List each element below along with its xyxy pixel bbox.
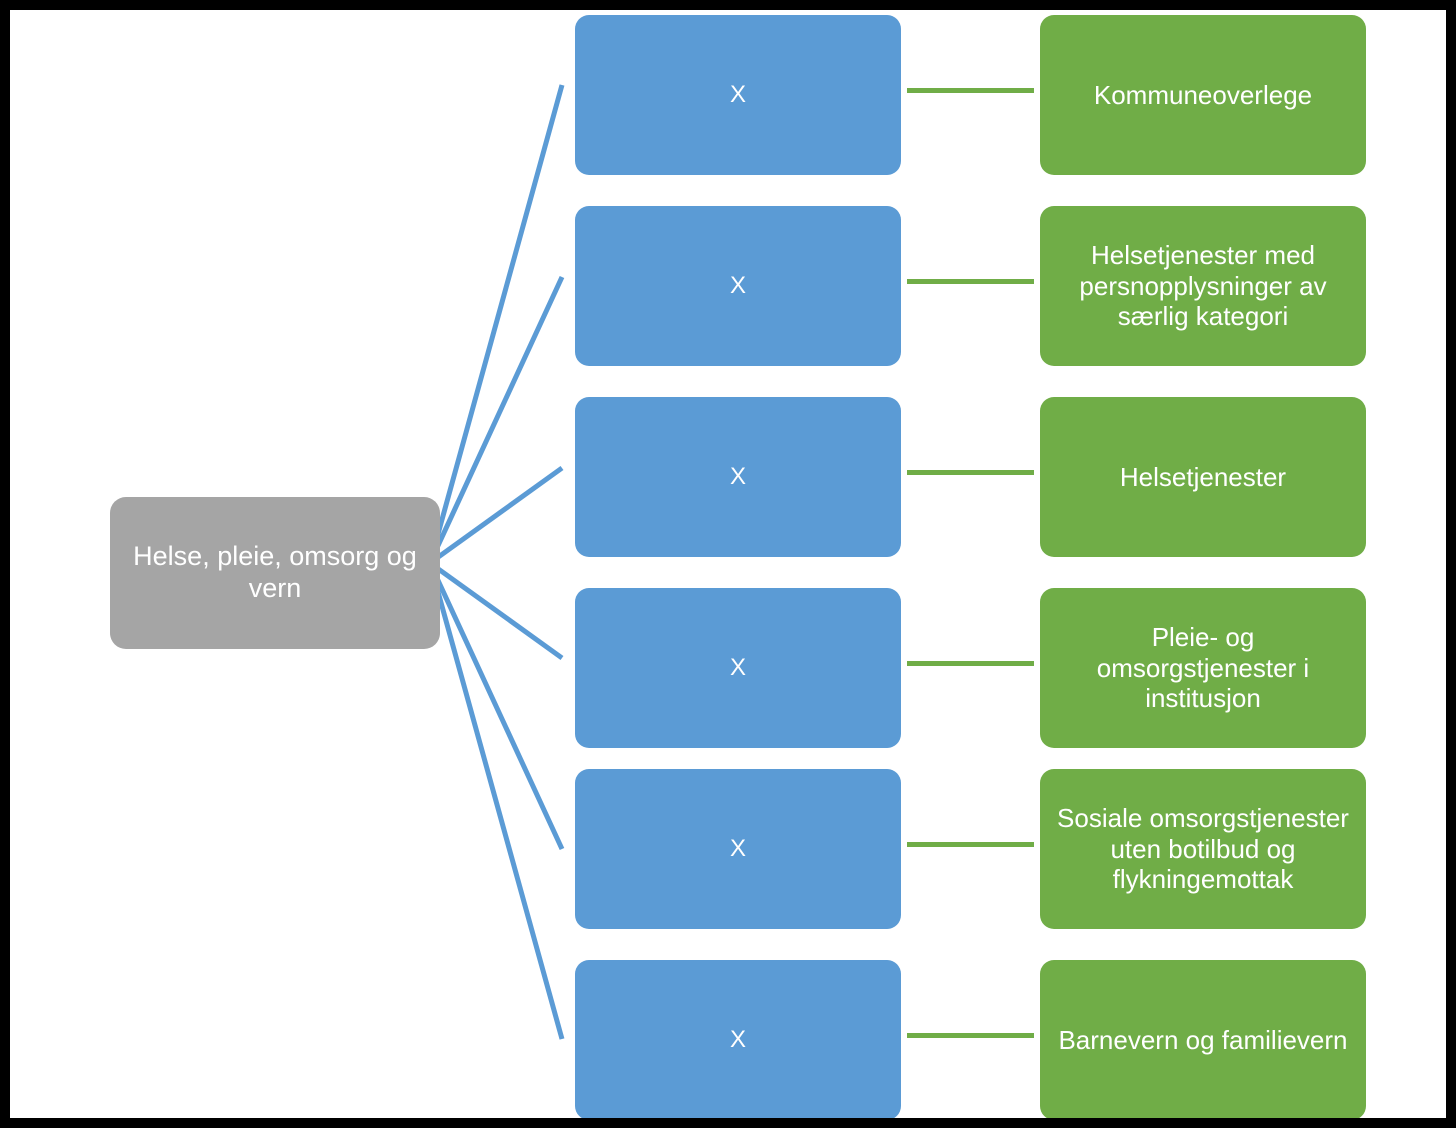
fan-lines [427, 84, 565, 1040]
middle-node-5[interactable]: X [575, 769, 901, 929]
frame-left-border [0, 0, 10, 1128]
middle-node-4-label: X [729, 653, 746, 681]
middle-node-6[interactable]: X [575, 960, 901, 1118]
middle-node-6-label: X [729, 1025, 746, 1053]
middle-node-5-label: X [729, 834, 746, 862]
fan-line-1 [427, 84, 565, 564]
frame-bottom-border [0, 1118, 1456, 1128]
middle-node-3-label: X [729, 462, 746, 490]
edge-layer [427, 84, 565, 1040]
connector-line-4 [907, 661, 1034, 666]
root-node[interactable]: Helse, pleie, omsorg og vern [110, 497, 440, 649]
middle-node-4[interactable]: X [575, 588, 901, 748]
connector-line-3 [907, 470, 1034, 475]
fan-line-3 [428, 465, 564, 566]
connector-line-2 [907, 279, 1034, 284]
leaf-node-4-label: Pleie- og omsorgstjenester i institusjon [1096, 621, 1310, 714]
leaf-node-3[interactable]: Helsetjenester [1040, 397, 1366, 557]
fan-line-4 [428, 560, 564, 661]
leaf-node-2-label: Helsetjenester med persnopplysninger av … [1079, 239, 1327, 332]
connector-line-1 [907, 88, 1034, 93]
fan-line-6 [427, 562, 565, 1040]
middle-node-1[interactable]: X [575, 15, 901, 175]
middle-node-3[interactable]: X [575, 397, 901, 557]
connector-line-5 [907, 842, 1034, 847]
diagram-sheet: Helse, pleie, omsorg og vern X Kommuneov… [10, 10, 1446, 1118]
leaf-node-6[interactable]: Barnevern og familievern [1040, 960, 1366, 1118]
frame-right-border [1446, 0, 1456, 1128]
middle-node-1-label: X [729, 80, 746, 108]
leaf-node-1[interactable]: Kommuneoverlege [1040, 15, 1366, 175]
leaf-node-4[interactable]: Pleie- og omsorgstjenester i institusjon [1040, 588, 1366, 748]
leaf-node-5-label: Sosiale omsorgstjenester uten botilbud o… [1057, 802, 1349, 895]
middle-node-2[interactable]: X [575, 206, 901, 366]
leaf-node-6-label: Barnevern og familievern [1058, 1024, 1348, 1055]
middle-node-2-label: X [729, 271, 746, 299]
root-node-label: Helse, pleie, omsorg og vern [133, 541, 417, 603]
leaf-node-1-label: Kommuneoverlege [1093, 79, 1313, 110]
connector-line-6 [907, 1033, 1034, 1038]
leaf-node-3-label: Helsetjenester [1119, 461, 1287, 492]
fan-line-5 [427, 561, 565, 851]
fan-line-2 [427, 275, 565, 565]
leaf-node-2[interactable]: Helsetjenester med persnopplysninger av … [1040, 206, 1366, 366]
frame-top-border [0, 0, 1456, 10]
leaf-node-5[interactable]: Sosiale omsorgstjenester uten botilbud o… [1040, 769, 1366, 929]
